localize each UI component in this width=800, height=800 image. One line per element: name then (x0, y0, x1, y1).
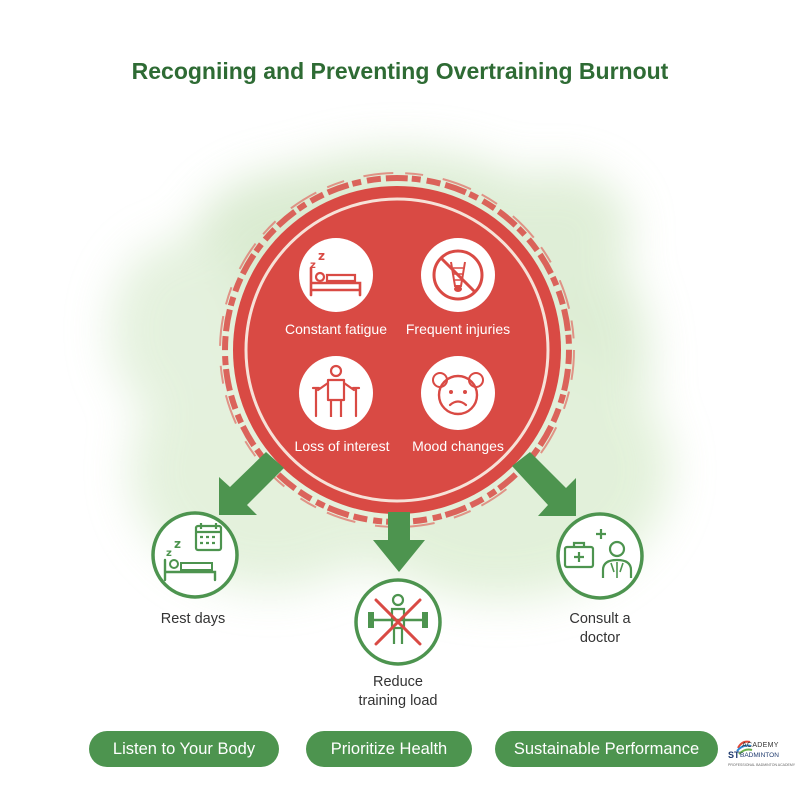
logo-badminton-text: BADMINTON (740, 752, 779, 759)
symptom-label-interest: Loss of interest (294, 438, 390, 454)
page-title: Recogniing and Preventing Overtraining B… (131, 58, 669, 84)
action-label-line: Rest days (160, 611, 226, 627)
rest-calendar-icon: z z (151, 511, 239, 599)
arrow-right (512, 452, 576, 516)
pill-sustainable-performance: Sustainable Performance (495, 731, 718, 767)
logo-mark-icon (736, 740, 753, 755)
academy-logo: ACADEMY ST BADMINTON PROFESSIONAL BADMIN… (728, 738, 796, 772)
svg-text:z: z (318, 249, 325, 263)
action-label-rest: Rest days (113, 610, 273, 629)
action-label-doctor: Consult a doctor (520, 610, 680, 648)
logo-st-text: ST (728, 750, 740, 760)
svg-text:z: z (310, 260, 316, 271)
doctor-medkit-icon (556, 512, 644, 600)
pill-prioritize-health: Prioritize Health (306, 731, 472, 767)
action-label-line: doctor (579, 630, 621, 646)
action-label-reduce: Reduce training load (318, 673, 478, 711)
symptom-label-injuries: Frequent injuries (405, 321, 511, 337)
arrow-down (373, 512, 425, 572)
no-weightlifting-icon (354, 578, 442, 666)
person-with-crutches-icon (299, 356, 373, 430)
logo-tagline-text: PROFESSIONAL BADMINTON ACADEMY (728, 763, 796, 767)
action-label-line: Consult a (569, 611, 631, 627)
no-shuttlecock-icon (421, 238, 495, 312)
symptom-label-fatigue: Constant fatigue (285, 321, 387, 337)
symptom-label-mood: Mood changes (412, 438, 504, 454)
logo-academy-text: ACADEMY (742, 742, 779, 749)
action-label-line: Reduce (373, 674, 423, 690)
arrow-left (219, 452, 284, 515)
svg-text:z: z (174, 537, 181, 551)
action-label-line: training load (358, 693, 438, 709)
pill-listen-to-body: Listen to Your Body (89, 731, 279, 767)
svg-text:z: z (166, 548, 172, 559)
sad-face-icon (421, 356, 495, 430)
sleeping-bed-icon: z z (299, 238, 373, 312)
